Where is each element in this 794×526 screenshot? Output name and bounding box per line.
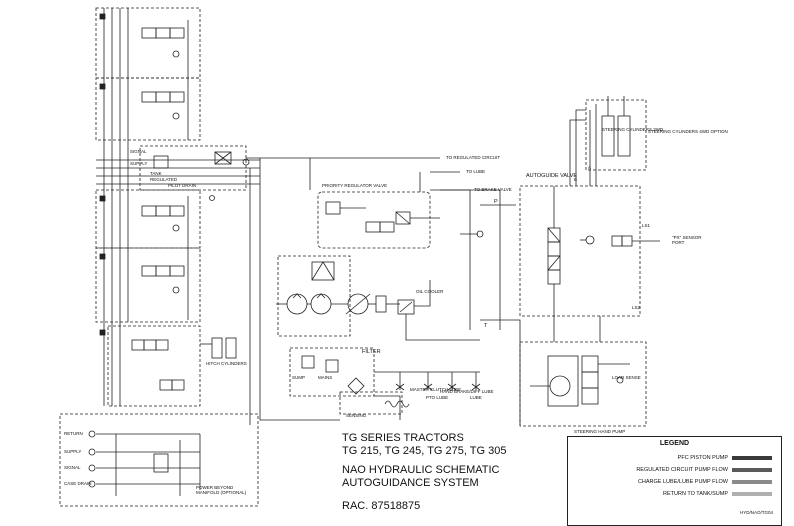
label-case-drain: CASE DRAIN: [64, 481, 92, 486]
label-regulated: REGULATED: [150, 177, 178, 182]
pump-reservoir-group: [276, 255, 400, 337]
steering-hand-pump: [519, 316, 647, 427]
title-line-5: RAC. 87518875: [342, 500, 421, 512]
port-t: T: [484, 323, 488, 329]
label-supply: SUPPLY: [64, 449, 82, 454]
label-oil-cooler: OIL COOLER: [416, 289, 444, 294]
port-b: B: [574, 177, 578, 182]
label-pilot-drain: PILOT DRAIN: [168, 183, 197, 188]
label-steering-cylinders-2wd: STEERING CYLINDERS 2WD: [602, 127, 664, 132]
power-beyond-manifold: [59, 413, 259, 507]
label-to-regulated-circuit: TO REGULATED CIRCUIT: [446, 155, 501, 160]
label-px-sensor-port: "PX" SENSOR PORT: [672, 235, 702, 245]
label-steering-cylinders-4wd: STEERING CYLINDERS 4WD OPTION: [648, 129, 728, 134]
label-steering-hand-pump: STEERING HAND PUMP: [574, 429, 626, 434]
port-p: P: [494, 199, 498, 205]
label-return: RETURN: [64, 431, 83, 436]
title-line-2: TG 215, TG 245, TG 275, TG 305: [342, 445, 507, 457]
label-sensing: SENSING: [346, 413, 367, 418]
port-ls2: LS2: [632, 305, 641, 310]
label-signal: SIGNAL: [64, 465, 81, 470]
label-to-lube: TO LUBE: [466, 169, 486, 174]
legend-swatch: [732, 492, 772, 496]
label-power-beyond-manifold: POWER BEYOND MANIFOLD (OPTIONAL): [196, 485, 247, 495]
title-block: TG SERIES TRACTORS TG 215, TG 245, TG 27…: [342, 432, 506, 513]
remote-valve-stack: [95, 7, 201, 407]
label-filter: FILTER: [362, 349, 381, 355]
legend-item-label: RETURN TO TANK/SUMP: [663, 491, 728, 497]
label-hitch-cylinders: HITCH CYLINDERS: [206, 361, 247, 366]
label-tank: TANK: [150, 171, 162, 176]
title-line-4: AUTOGUIDANCE SYSTEM: [342, 477, 479, 489]
label-load-sense: LOAD SENSE: [612, 375, 641, 380]
priority-regulator-valve: [317, 191, 440, 249]
signal-supply-block: [96, 145, 260, 201]
drawing-code: HYD/NAO/TG04: [740, 510, 774, 515]
port-ls1: LS1: [642, 223, 651, 228]
label-hand-brake-lube: HAND BRAKE/DIFF LUBE: [440, 389, 494, 394]
label-supply-top: SUPPLY: [130, 161, 148, 166]
filter-lube-group: [289, 347, 481, 420]
legend-heading: LEGEND: [659, 440, 690, 447]
label-sump: SUMP: [292, 375, 306, 380]
label-master-clutch-lube: MASTER CLUTCH LUBE: [410, 387, 462, 392]
label-priority-regulator-valve: PRIORITY REGULATOR VALVE: [322, 183, 388, 188]
port-a: A: [588, 165, 592, 170]
title-line-3: NAO HYDRAULIC SCHEMATIC: [342, 464, 500, 476]
title-line-1: TG SERIES TRACTORS: [342, 432, 464, 444]
label-mains: MAINS: [318, 375, 333, 380]
legend-swatch: [732, 480, 772, 484]
legend-item-label: REGULATED CIRCUIT PUMP FLOW: [636, 467, 728, 473]
label-to-brake-valve: TO BRAKE VALVE: [474, 187, 512, 192]
label-signal-top: SIGNAL: [130, 149, 147, 154]
legend-swatch: [732, 456, 772, 460]
label-autoguide-valve: AUTOGUIDE VALVE: [526, 173, 578, 179]
label-lube: LUBE: [470, 395, 482, 400]
legend-item-label: CHARGE LUBE/LUBE PUMP FLOW: [637, 479, 728, 485]
steering-cylinders: [585, 96, 647, 186]
legend-item-label: PFC PISTON PUMP: [677, 455, 728, 461]
legend-swatch: [732, 468, 772, 472]
autoguide-valve: [519, 185, 660, 317]
label-pto-lube: PTO LUBE: [426, 395, 449, 400]
oil-cooler: [397, 280, 480, 341]
